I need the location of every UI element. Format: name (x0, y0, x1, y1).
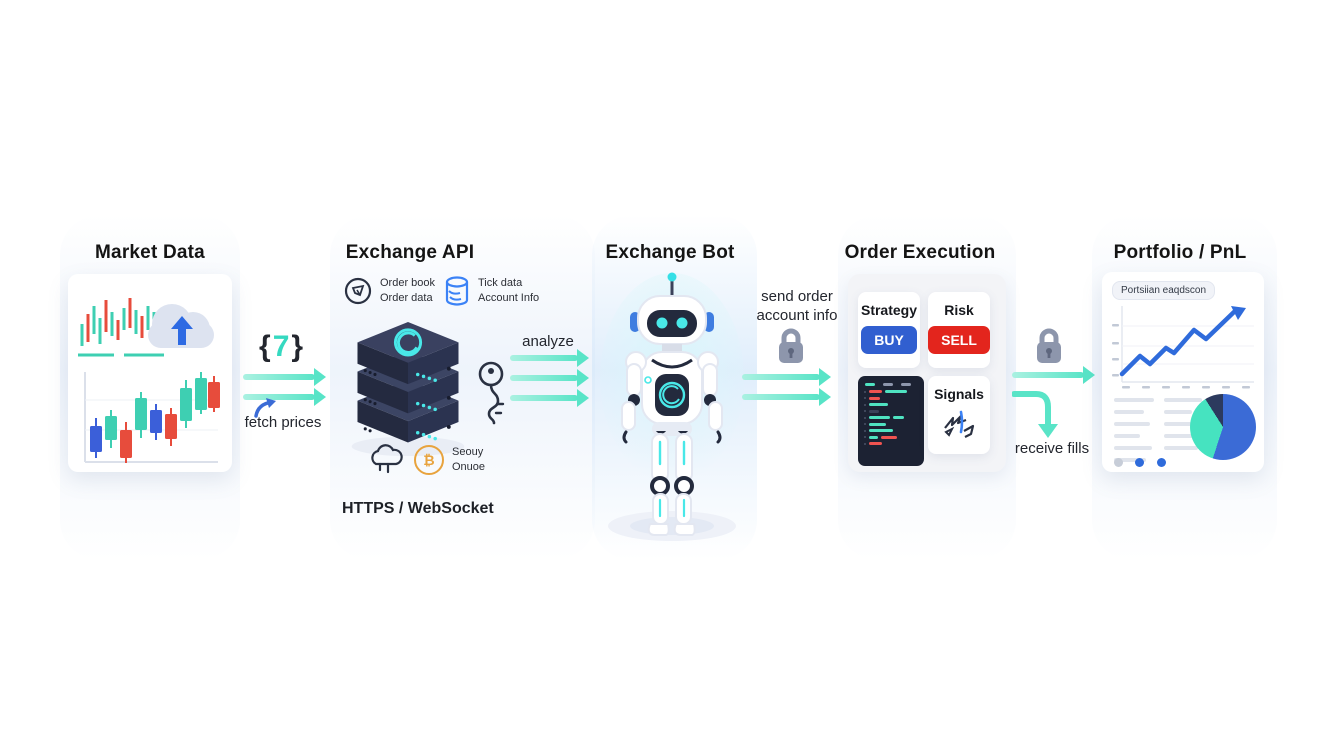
robot-illustration (600, 272, 744, 541)
signals-label: Signals (934, 386, 984, 402)
account-info-label: Account Info (478, 292, 540, 304)
signals-icon (944, 410, 975, 438)
send-order-line1: send order (761, 288, 833, 305)
order-book-feature: Order book Order data (344, 276, 435, 306)
cloud-outline-icon (371, 444, 403, 474)
database-icon (445, 276, 469, 306)
terminal-card (858, 376, 924, 466)
flow-arrow (510, 389, 589, 407)
receive-fills-label: receive fills (1014, 440, 1090, 457)
portfolio-title: Portfolio / PnL (1113, 242, 1247, 263)
curved-arrow-icon (254, 398, 276, 418)
allocation-pie-chart (1190, 394, 1256, 460)
secure-orders-feature: ₿ Seouy Onuoe (414, 445, 485, 475)
secure-label-line2: Onuoe (452, 461, 486, 473)
analyze-label: analyze (522, 333, 574, 350)
api-key-icon (478, 361, 505, 425)
portfolio-chart-label: Portsiian eaqdscon (1112, 281, 1216, 300)
fetch-prices-label: fetch prices (244, 414, 322, 431)
order-execution-panel: Strategy BUY Risk SELL Signals (848, 274, 1006, 472)
market-data-title: Market Data (95, 242, 205, 263)
secure-label-line1: Seouy (452, 446, 484, 459)
exchange-api-title: Exchange API (345, 242, 475, 263)
placeholder-text-column (1164, 398, 1206, 458)
curved-down-arrow (1012, 391, 1058, 438)
sell-button: SELL (928, 326, 990, 354)
exchange-bot-title: Exchange Bot (605, 242, 735, 263)
mini-candlestick-sparkline (78, 298, 164, 357)
tick-data-label: Tick data (478, 277, 523, 290)
portfolio-card: Portsiian eaqdscon (1102, 272, 1264, 472)
risk-card: Risk SELL (928, 292, 990, 368)
buy-button: BUY (861, 326, 917, 354)
tick-data-feature: Tick data Account Info (444, 276, 539, 306)
order-data-label: Order data (380, 291, 433, 304)
signals-card: Signals (928, 376, 990, 454)
exchange-server-icon (351, 322, 465, 457)
order-book-icon (344, 277, 372, 304)
candlestick-chart (84, 372, 220, 463)
strategy-card: Strategy BUY (858, 292, 920, 368)
code-braces-icon: {7} (259, 330, 306, 363)
strategy-label: Strategy (860, 302, 918, 318)
flow-arrow (243, 368, 326, 386)
coin-icon: ₿ (414, 445, 444, 475)
send-order-label: send order account info (742, 288, 852, 326)
protocol-label: HTTPS / WebSocket (342, 500, 494, 517)
order-execution-title: Order Execution (844, 242, 996, 263)
flow-arrow (742, 388, 831, 406)
placeholder-text-column (1114, 398, 1156, 470)
flow-arrow (510, 369, 589, 387)
flow-arrow (1012, 366, 1095, 384)
risk-label: Risk (944, 302, 974, 318)
lock-icon (779, 328, 803, 363)
pnl-line-chart (1112, 306, 1254, 389)
lock-icon (1037, 328, 1061, 363)
flow-arrow (510, 349, 589, 367)
account-info-line2: account info (756, 306, 838, 324)
market-data-card (68, 274, 232, 472)
pagination-dots (1114, 454, 1174, 472)
order-book-label: Order book (380, 277, 436, 289)
flow-arrow (243, 388, 326, 406)
flow-arrow (742, 368, 831, 386)
